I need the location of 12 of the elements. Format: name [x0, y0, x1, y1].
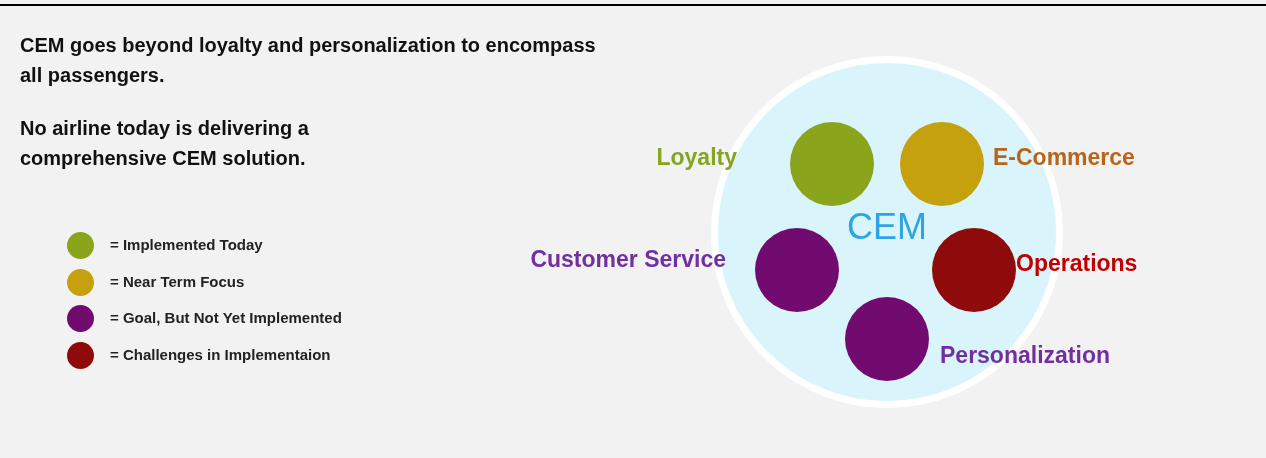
circle-label: E-Commerce	[993, 143, 1135, 171]
circle-label: Loyalty	[656, 143, 737, 171]
legend-label: = Implemented Today	[110, 236, 263, 253]
paragraph: CEM goes beyond loyalty and personalization to encompass all passengers.	[20, 33, 597, 88]
paragraph: No airline today is delivering a comprehensive CEM solution.	[20, 116, 310, 171]
circle-label: Personalization	[940, 341, 1110, 369]
circle-label: Customer Service	[530, 245, 726, 273]
circle-title: CEM	[846, 209, 928, 245]
legend-label: = Goal, But Not Yet Implemented	[110, 309, 342, 326]
legend-label: = Near Term Focus	[110, 272, 245, 290]
circle-label: Operations	[1016, 249, 1138, 277]
legend-label: = Challenges in Implementaion	[110, 345, 331, 363]
